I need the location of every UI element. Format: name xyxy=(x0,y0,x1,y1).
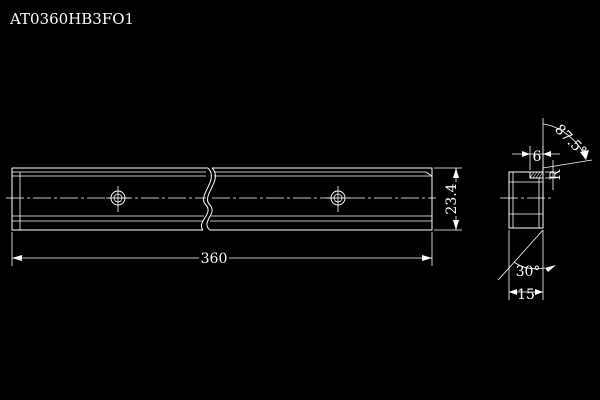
break-line xyxy=(206,167,216,231)
break-line xyxy=(200,167,212,231)
dimension-angle-bottom: 30° xyxy=(497,229,556,300)
side-view: 6 87.5° R 30° 15 xyxy=(497,118,593,303)
dimension-thickness: 15 xyxy=(509,287,543,303)
mounting-hole-right xyxy=(326,186,350,212)
front-view: 360 23.4 xyxy=(6,167,462,267)
part-number-label: AT0360HB3FO1 xyxy=(9,10,134,28)
dimension-angle-top: 87.5° xyxy=(542,118,593,169)
dimension-height: 23.4 xyxy=(434,167,462,231)
dimension-step-depth: R xyxy=(545,160,564,190)
height-dimension-label: 23.4 xyxy=(444,183,460,214)
mounting-hole-left xyxy=(106,186,130,212)
thickness-label: 15 xyxy=(517,287,535,303)
length-dimension-label: 360 xyxy=(201,251,228,267)
angle-bottom-label: 30° xyxy=(516,264,541,280)
step-width-label: 6 xyxy=(533,149,542,165)
dimension-length: 360 xyxy=(11,232,433,267)
section-hatch xyxy=(529,171,544,179)
step-depth-label: R xyxy=(548,169,564,180)
